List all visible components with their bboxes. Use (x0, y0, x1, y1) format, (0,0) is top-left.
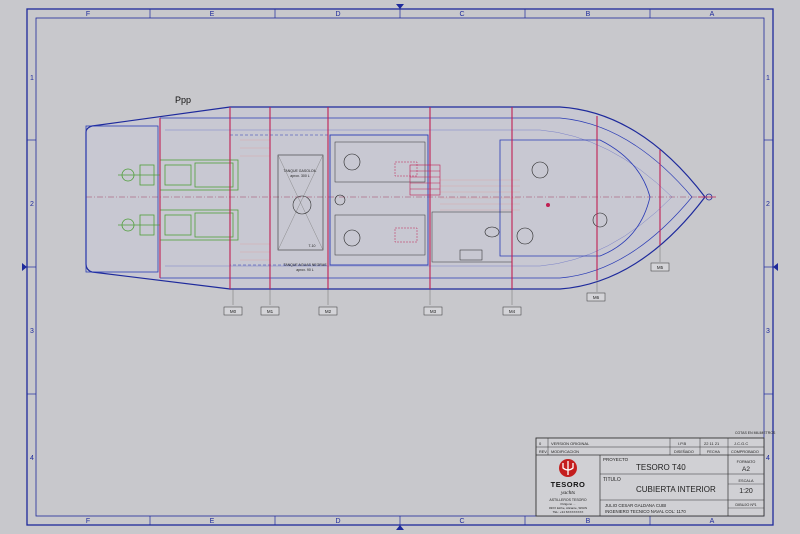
grid-number-left-2: 2 (30, 201, 34, 208)
titulo-label: TITULO (603, 477, 621, 483)
grid-letter-bottom-6: A (710, 518, 715, 525)
title-block-text: COTAS EN MILIMETROS 0 VERSION ORIGINAL I… (539, 431, 776, 514)
grid-number-right-4: 4 (766, 455, 770, 462)
forward-cabin (499, 139, 651, 257)
fuel-tank-capacity: aprox. 300 L (290, 174, 310, 178)
grid-number-left-4: 4 (30, 455, 34, 462)
formato-value: A2 (742, 466, 750, 473)
grid-letter-top-1: F (86, 11, 90, 18)
fuel-tank (277, 154, 324, 251)
bulkhead-label-box (318, 306, 338, 316)
engineer-title: INGENIERO TECNICO NAVAL COL: 1170 (605, 509, 686, 514)
hull-plan: TANQUE GASOLOIL aprox. 300 L TANQUE AGUA… (85, 95, 716, 305)
grid-number-right-3: 3 (766, 328, 770, 335)
bulkhead-label-box (502, 306, 522, 316)
grid-letter-bottom-5: B (586, 518, 591, 525)
header-date: FECHA (707, 450, 720, 454)
bulkhead-label-box (260, 306, 280, 316)
engineer-name: JULIO CESAR GALDANA CUBI (605, 503, 666, 508)
tank-tag: T-10 (308, 244, 315, 248)
bulkhead-label-box (650, 262, 670, 272)
header-rev: REV. (539, 450, 548, 454)
waste-tank-label: TANQUE AGUAS NEGRAS (283, 263, 327, 267)
frame-center-marks (22, 4, 778, 530)
bulkhead-label-box (423, 306, 443, 316)
hull-outline (85, 106, 706, 290)
escala-value: 1:20 (739, 488, 753, 495)
formato-label: FORMATO (737, 460, 756, 464)
companionway-stairs (409, 164, 441, 196)
company-line-1: ASTILLEROS TESORO (549, 498, 587, 502)
grid-letter-bottom-4: C (459, 518, 464, 525)
header-description: MODIFICACION (551, 450, 579, 454)
rev-checked-by: J.C.G.C (734, 441, 748, 446)
rev-drawn-by: I.P.B (678, 441, 686, 446)
proyecto-value: TESORO T40 (636, 463, 686, 472)
company-line-2: Poligono ... (560, 502, 575, 506)
bulkhead-label-m6: M6 (593, 295, 600, 300)
deck-planking (240, 139, 520, 261)
salon-outline (329, 134, 429, 266)
dibujo-label: DIBUJO Nº1 (735, 503, 756, 507)
grid-number-right-2: 2 (766, 201, 770, 208)
bulkhead-label-m0: M0 (230, 309, 237, 314)
rev-date: 22 11 21 (704, 441, 720, 446)
bulkhead-lines (159, 107, 661, 289)
title-block (535, 437, 765, 517)
header-checked: COMPROBADO (731, 450, 759, 454)
fuel-tank-label: TANQUE GASOLOIL (284, 169, 317, 173)
bulkhead-label-box (223, 306, 243, 316)
grid-number-left-1: 1 (30, 75, 34, 82)
grid-letter-top-4: C (459, 11, 464, 18)
grid-reference-labels: F E D C B A F E D C B A 1 2 3 4 1 2 3 4 (30, 11, 770, 525)
bulkhead-label-m3: M3 (430, 309, 437, 314)
header-drawn: DISEÑADO (674, 449, 694, 454)
waste-tank-capacity: aprox. 90 L (296, 268, 314, 272)
escala-label: ESCALA (739, 479, 754, 483)
grid-letter-top-3: D (335, 11, 340, 18)
units-note: COTAS EN MILIMETROS (735, 431, 776, 435)
bulkhead-label-m2: M2 (325, 309, 332, 314)
grid-letter-bottom-1: F (86, 518, 90, 525)
company-line-4: TEL: +34 6XXXXXXXX (553, 510, 584, 514)
grid-letter-bottom-2: E (210, 518, 215, 525)
transom (85, 125, 159, 273)
grid-number-left-3: 3 (30, 328, 34, 335)
grid-letter-top-6: A (710, 11, 715, 18)
proyecto-label: PROYECTO (603, 457, 629, 462)
bulkhead-label-m1: M1 (267, 309, 274, 314)
bulkhead-label-box (586, 292, 606, 302)
rev-description: VERSION ORIGINAL (551, 441, 590, 446)
plan-top-label: Ppp (175, 95, 191, 105)
rev-number: 0 (539, 441, 542, 446)
company-line-3: 03XX Elche, Alicante, SPAIN (549, 506, 587, 510)
grid-letter-top-5: B (586, 11, 591, 18)
bulkhead-label-m4: M4 (509, 309, 516, 314)
grid-letter-bottom-3: D (335, 518, 340, 525)
grid-number-right-1: 1 (766, 75, 770, 82)
logo-subtitle: yachts (560, 490, 575, 496)
logo-wordmark: TESORO (551, 480, 586, 489)
trident-icon (562, 461, 574, 475)
grid-letter-top-2: E (210, 11, 215, 18)
titulo-value: CUBIERTA INTERIOR (636, 485, 716, 494)
bulkhead-label-m5: M5 (657, 265, 664, 270)
